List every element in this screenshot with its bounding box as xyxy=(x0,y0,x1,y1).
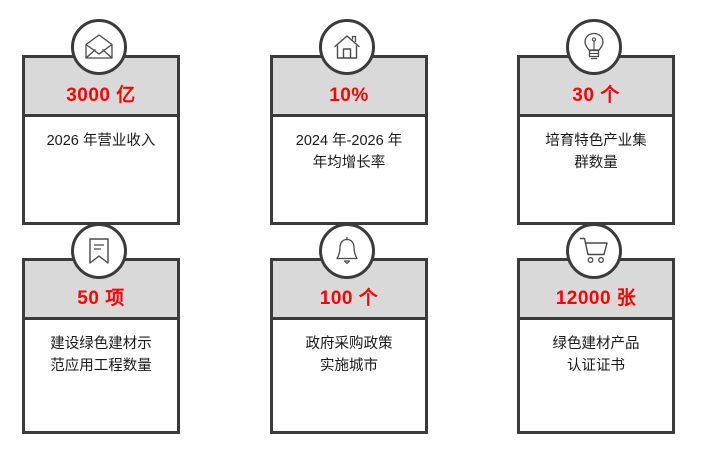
stat-card-growth-rate[interactable]: 10% 2024 年-2026 年 年均增长率 xyxy=(270,55,428,225)
stat-card-badge xyxy=(71,223,127,279)
stat-value: 3000 亿 xyxy=(66,85,136,107)
home-icon xyxy=(333,34,361,60)
stat-value: 100 个 xyxy=(319,288,379,310)
stat-card-body: 建设绿色建材示 范应用工程数量 xyxy=(25,320,177,378)
stat-card-procurement-cities[interactable]: 100 个 政府采购政策 实施城市 xyxy=(270,258,428,434)
stat-card-body: 2024 年-2026 年 年均增长率 xyxy=(273,117,425,175)
stat-label: 绿色建材产品 认证证书 xyxy=(552,336,640,375)
stat-label: 政府采购政策 实施城市 xyxy=(305,336,393,375)
bell-icon xyxy=(334,237,360,265)
stat-card-body: 绿色建材产品 认证证书 xyxy=(520,320,672,378)
stat-value: 50 项 xyxy=(77,288,125,310)
stat-card-revenue[interactable]: 3000 亿 2026 年营业收入 xyxy=(22,55,180,225)
envelope-icon xyxy=(84,34,114,60)
stat-card-badge xyxy=(71,19,127,75)
stat-label: 建设绿色建材示 范应用工程数量 xyxy=(50,336,152,375)
stat-label: 培育特色产业集 群数量 xyxy=(545,133,647,172)
stat-card-certificates[interactable]: 12000 张 绿色建材产品 认证证书 xyxy=(517,258,675,434)
stat-value: 12000 张 xyxy=(555,288,637,310)
stat-card-badge xyxy=(566,223,622,279)
stat-card-badge xyxy=(566,19,622,75)
stat-value: 30 个 xyxy=(572,85,620,107)
stat-card-industry-clusters[interactable]: 30 个 培育特色产业集 群数量 xyxy=(517,55,675,225)
stat-card-body: 2026 年营业收入 xyxy=(25,117,177,152)
stat-card-badge xyxy=(319,223,375,279)
shopping-cart-icon xyxy=(579,237,609,265)
stat-card-badge xyxy=(319,19,375,75)
stat-label: 2024 年-2026 年 年均增长率 xyxy=(295,133,403,172)
stat-label: 2026 年营业收入 xyxy=(46,133,156,149)
lightbulb-icon xyxy=(582,32,606,62)
bookmark-icon xyxy=(87,237,111,265)
stat-card-body: 培育特色产业集 群数量 xyxy=(520,117,672,175)
stat-card-demo-projects[interactable]: 50 项 建设绿色建材示 范应用工程数量 xyxy=(22,258,180,434)
stat-value: 10% xyxy=(329,85,369,107)
stat-card-body: 政府采购政策 实施城市 xyxy=(273,320,425,378)
